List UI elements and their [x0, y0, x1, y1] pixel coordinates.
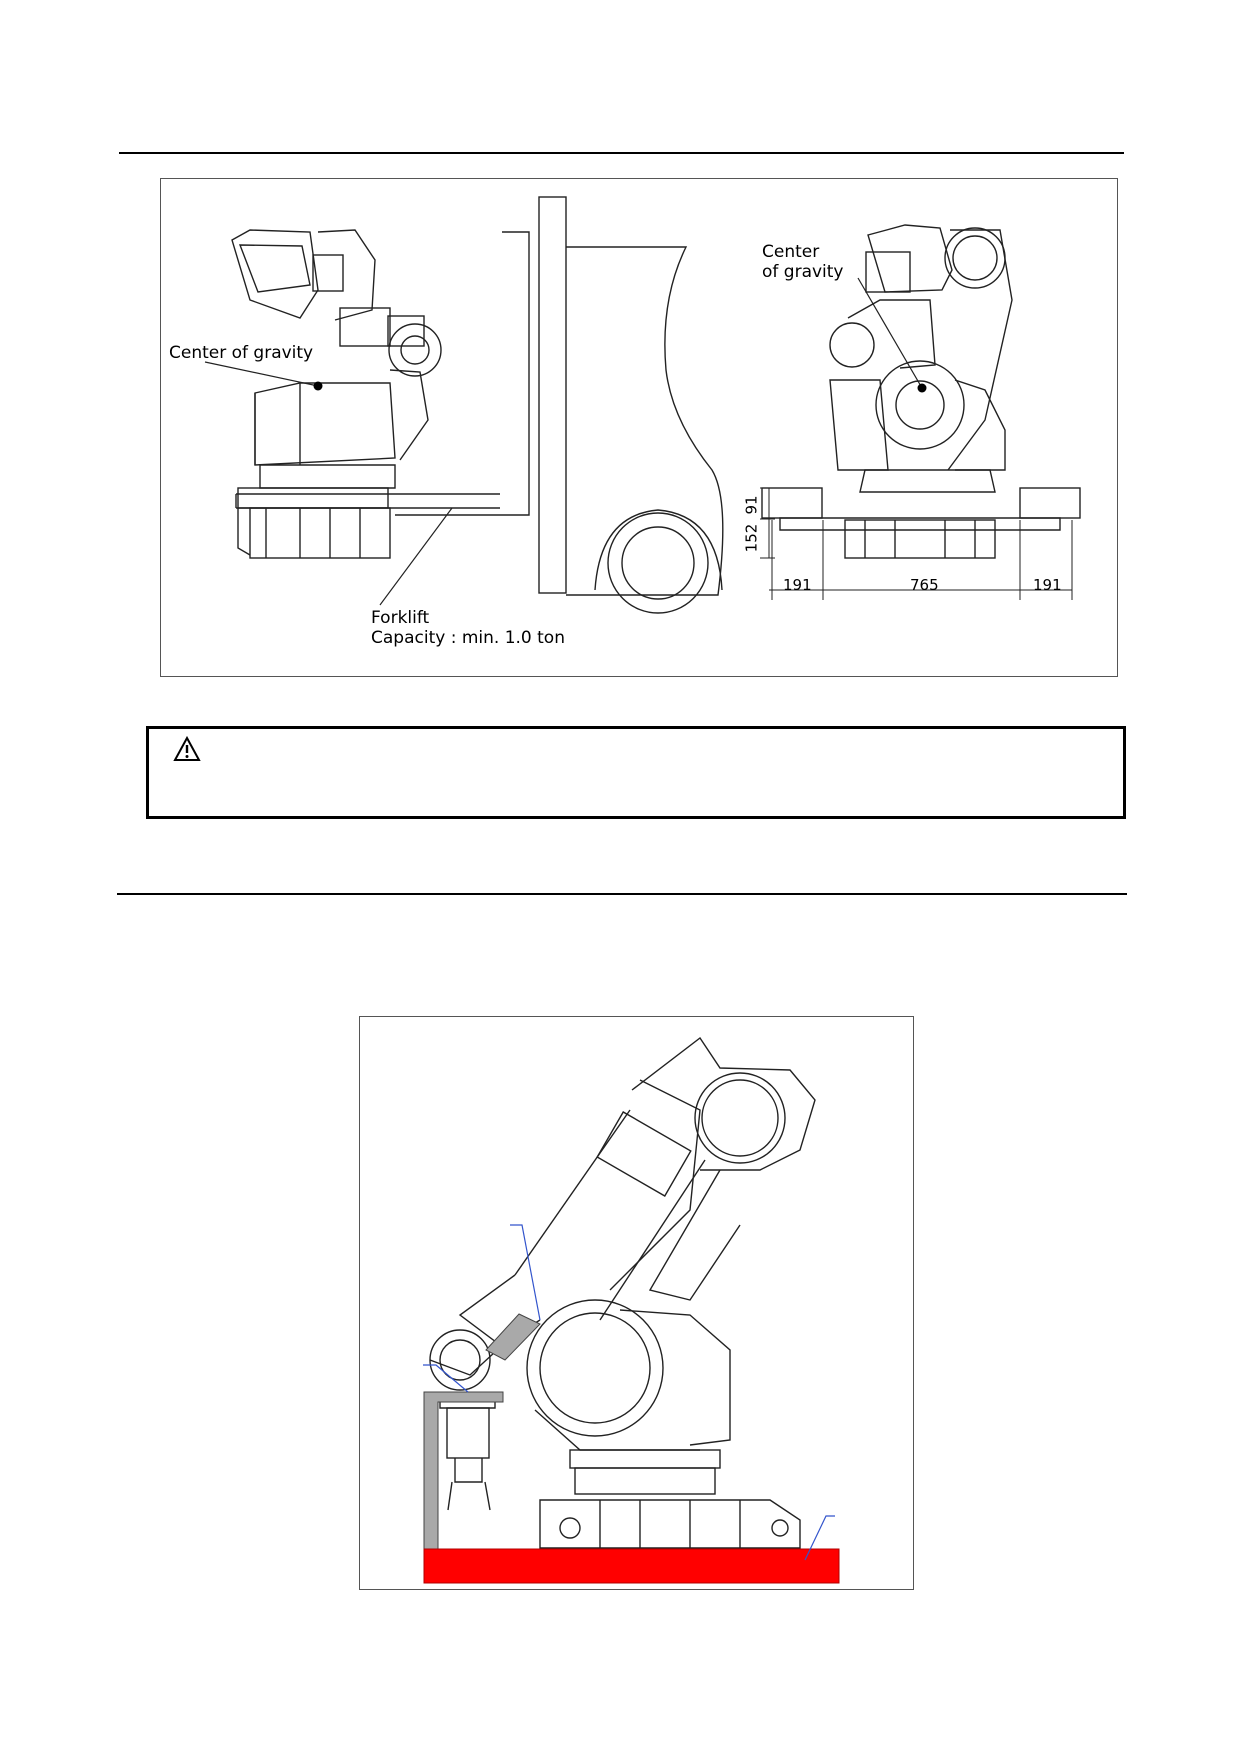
cog-label-right-line2: of gravity [762, 262, 844, 282]
forklift-label: Forklift [371, 608, 430, 628]
dim-center: 765 [910, 576, 939, 594]
dim-left: 191 [783, 576, 812, 594]
cog-label-right-line1: Center [762, 242, 820, 262]
forklift-outline [395, 196, 724, 614]
pointer-lines [423, 1224, 835, 1561]
forklift-capacity-label: Capacity : min. 1.0 ton [371, 628, 565, 648]
dim-right: 191 [1033, 576, 1062, 594]
cog-right-marker [857, 277, 927, 393]
cog-left-marker [204, 361, 323, 391]
dimension-lines [760, 487, 1073, 600]
section-rule-top [119, 152, 1124, 154]
gripper-stand-bracket [423, 1391, 504, 1551]
warning-triangle-icon [173, 735, 201, 762]
arm-link-strip [485, 1313, 541, 1361]
right-robot-outline [761, 224, 1081, 559]
forklift-leader-line [379, 507, 453, 606]
caution-box [146, 726, 1126, 819]
cog-label-left: Center of gravity [169, 343, 314, 363]
mounting-base-plate [423, 1548, 840, 1584]
section-rule-middle [117, 893, 1127, 895]
left-robot-outline [231, 229, 442, 559]
